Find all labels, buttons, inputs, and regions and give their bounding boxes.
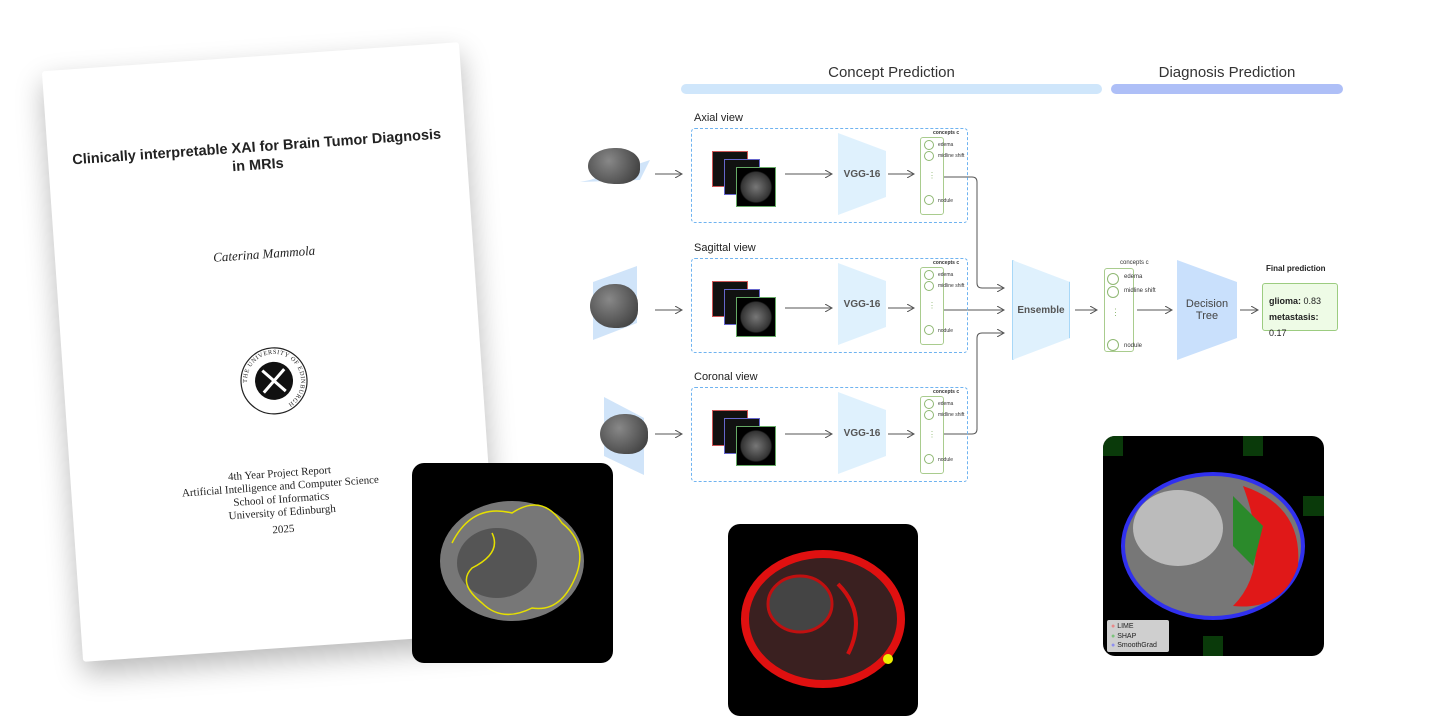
diagnosis-prediction-bar [1111,84,1343,94]
brain-3d-sagittal-icon [590,284,638,328]
mri-slice [736,167,776,207]
sagittal-view-box: VGG-16 concepts c edema midline shift ⋮ … [691,258,968,353]
final-prediction-box: glioma: 0.83 metastasis: 0.17 [1262,283,1338,338]
final-concepts: concepts c edema midline shift ⋮ nodule [1104,260,1224,362]
mri-saliency-image [728,524,918,716]
axial-view-label: Axial view [694,112,743,124]
prediction-metastasis: metastasis: 0.17 [1269,312,1319,338]
legend-item: ● SHAP [1111,632,1137,640]
final-prediction-title: Final prediction [1266,264,1326,273]
axial-view-box: VGG-16 concepts c edema midline shift ⋮ … [691,128,968,223]
mri-xai-comparison-image: ● LIME ● SHAP ● SmoothGrad [1103,436,1324,656]
legend-item: ● SmoothGrad [1111,642,1157,649]
coronal-view-box: VGG-16 concepts c edema midline shift ⋮ … [691,387,968,482]
brain-3d-coronal-icon [600,414,648,454]
university-crest-icon: THE UNIVERSITY OF EDINBURGH [240,347,308,415]
mri-slice [736,426,776,466]
vgg16-block: VGG-16 [838,133,886,215]
coronal-view-label: Coronal view [694,371,758,383]
mri-slice [736,297,776,337]
vgg16-block: VGG-16 [838,392,886,474]
sagittal-view-label: Sagittal view [694,242,756,254]
concept-prediction-bar [681,84,1102,94]
xai-legend: ● LIME ● SHAP ● SmoothGrad [1107,620,1169,652]
mri-outline-image [412,463,613,663]
vgg16-block: VGG-16 [838,263,886,345]
legend-item: ● LIME [1111,623,1134,630]
prediction-glioma: glioma: 0.83 [1269,296,1322,306]
brain-3d-axial-icon [588,148,640,184]
diagnosis-prediction-header: Diagnosis Prediction [1158,64,1296,81]
concept-prediction-header: Concept Prediction [828,64,955,81]
report-cover: Clinically interpretable XAI for Brain T… [41,42,501,662]
